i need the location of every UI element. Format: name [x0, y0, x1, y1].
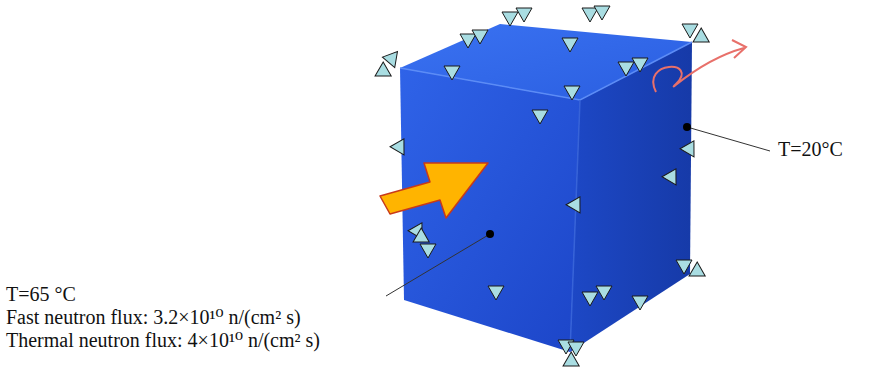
leader-dot [683, 123, 691, 131]
support-triangle [632, 296, 648, 310]
support-symbols [371, 6, 709, 373]
support-triangle [502, 12, 518, 26]
support-triangle [488, 286, 504, 300]
leader-dot [486, 230, 494, 238]
support-triangle [662, 169, 683, 189]
temperature-label: T=65 °C [6, 283, 76, 306]
support-triangle [685, 262, 705, 283]
support-triangle [566, 197, 587, 217]
support-triangle [390, 139, 411, 159]
support-triangle [371, 62, 391, 83]
support-triangle [532, 110, 548, 124]
heat-flow-arrow [653, 48, 744, 92]
support-triangle [460, 34, 476, 48]
support-triangle [562, 38, 578, 52]
support-triangle [582, 8, 598, 22]
support-triangle [676, 260, 692, 274]
support-triangle [582, 292, 598, 306]
support-triangle [564, 86, 580, 100]
support-triangle [516, 8, 532, 22]
support-triangle [680, 141, 701, 161]
support-triangle [596, 286, 612, 300]
temperature-label: T=20°C [778, 138, 843, 161]
cube-front-face [400, 68, 580, 352]
support-triangle [689, 28, 709, 49]
leader-line [687, 127, 770, 151]
support-triangle [559, 352, 579, 373]
neutron-flux-arrow [380, 163, 488, 218]
support-triangle [594, 6, 610, 20]
heat-flow-arrowhead [732, 40, 746, 58]
support-triangle [444, 66, 460, 80]
support-triangle [632, 58, 648, 72]
leader-line [386, 234, 490, 296]
cube-right-face [570, 42, 692, 352]
support-triangle [682, 24, 698, 38]
support-triangle [618, 62, 634, 76]
support-triangle [472, 30, 488, 44]
support-triangle [420, 244, 436, 258]
cube-edge [400, 42, 692, 100]
flux-label: Thermal neutron flux: 4×10¹⁰ n/(cm² s) [6, 329, 320, 352]
cube-edge [570, 100, 580, 352]
flux-label: Fast neutron flux: 3.2×10¹⁰ n/(cm² s) [6, 306, 301, 329]
